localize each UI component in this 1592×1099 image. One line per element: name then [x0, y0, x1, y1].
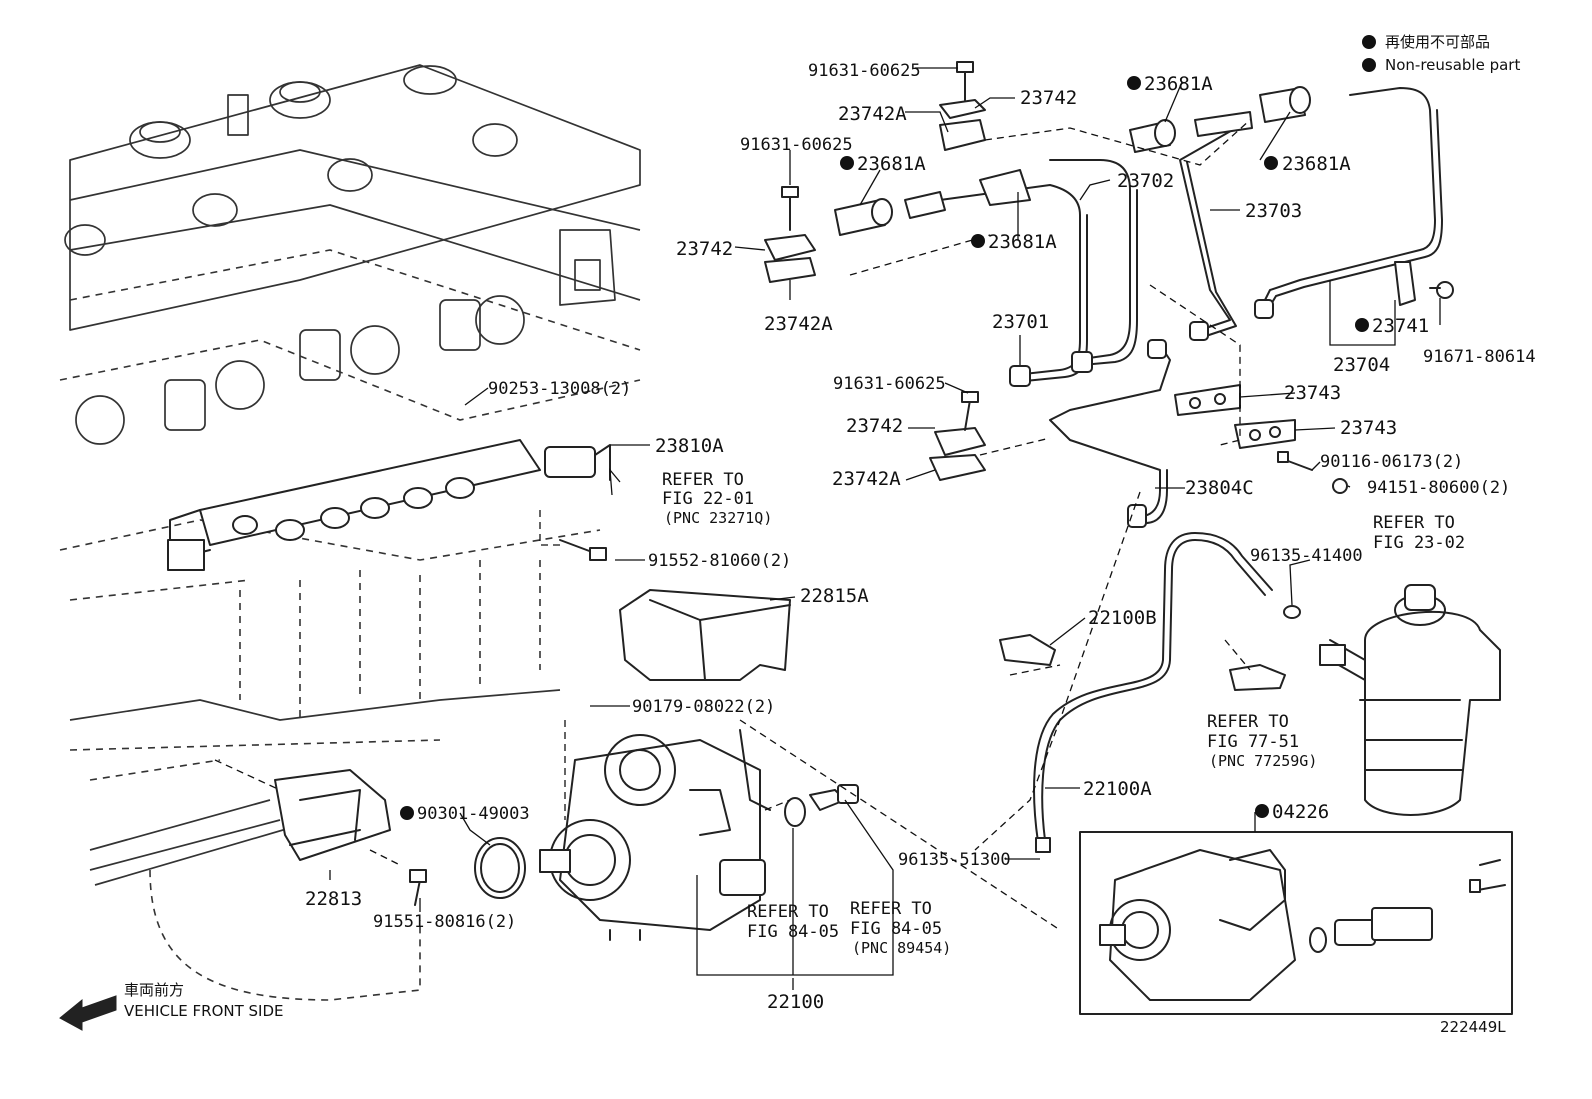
- refer-77-51-line3: (PNC 77259G): [1209, 752, 1317, 770]
- fuel-filter-drawing: [1319, 584, 1501, 816]
- pump-assembly-04226-drawing: [1099, 849, 1506, 1001]
- label-23743-1: 23743: [1284, 382, 1341, 404]
- label-23701: 23701: [992, 311, 1049, 333]
- hose-clips-drawing: [999, 634, 1286, 691]
- front-arrow-icon: [59, 995, 117, 1031]
- non-reusable-dot-icon: [1355, 318, 1369, 332]
- label-91671-80614: 91671-80614: [1423, 347, 1536, 367]
- vehicle-front-indicator: 車両前方 VEHICLE FRONT SIDE: [59, 981, 284, 1031]
- refer-23-02-line1: REFER TO: [1373, 513, 1455, 533]
- label-22100: 22100: [767, 991, 824, 1013]
- refer-22-01-line3: (PNC 23271Q): [664, 509, 772, 527]
- refer-84-05a-line1: REFER TO: [747, 902, 829, 922]
- label-23742a-top: 23742A: [838, 103, 907, 125]
- legend-jp: 再使用不可部品: [1385, 33, 1490, 51]
- refer-notes: REFER TO FIG 22-01 (PNC 23271Q) REFER TO…: [662, 470, 1465, 957]
- label-23742-low: 23742: [846, 415, 903, 437]
- figure-id: 222449L: [1440, 1018, 1506, 1036]
- non-reusable-dot-icon: [971, 234, 985, 248]
- label-90116-06173: 90116-06173(2): [1320, 452, 1463, 472]
- label-23742a-mid: 23742A: [764, 313, 833, 335]
- label-23742a-low: 23742A: [832, 468, 901, 490]
- part-labels: 91631-60625 23742A 23742 23681A 91631-60…: [305, 61, 1536, 1036]
- fuel-hoses-drawing: [1033, 532, 1301, 853]
- label-90253-13008: 90253-13008(2): [488, 379, 631, 399]
- refer-22-01-line1: REFER TO: [662, 470, 744, 490]
- legend-en: Non-reusable part: [1385, 56, 1520, 74]
- label-91631-60625-c: 91631-60625: [833, 374, 946, 394]
- label-91631-60625-b: 91631-60625: [740, 135, 853, 155]
- label-22100a: 22100A: [1083, 778, 1152, 800]
- label-23742-top: 23742: [1020, 87, 1077, 109]
- supply-pump-22100-drawing: [539, 729, 771, 941]
- label-91551-80816: 91551-80816(2): [373, 912, 516, 932]
- engine-block-drawing: [59, 64, 641, 1001]
- non-reusable-dot-icon: [1362, 58, 1376, 72]
- label-23681a-1: 23681A: [1144, 73, 1213, 95]
- pipe-clamps-23742-drawing: [764, 99, 986, 481]
- label-96135-41400: 96135-41400: [1250, 546, 1363, 566]
- refer-22-01-line2: FIG 22-01: [662, 489, 754, 509]
- pump-cover-22815a-drawing: [619, 589, 791, 681]
- inset-box-04226: [1079, 831, 1513, 1015]
- leader-lines: [329, 67, 1441, 990]
- non-reusable-dot-icon: [1127, 76, 1141, 90]
- label-22813: 22813: [305, 888, 362, 910]
- label-91631-60625-a: 91631-60625: [808, 61, 921, 81]
- label-90179-08022: 90179-08022(2): [632, 697, 775, 717]
- direction-en: VEHICLE FRONT SIDE: [124, 1002, 284, 1020]
- label-23702: 23702: [1117, 170, 1174, 192]
- label-23704: 23704: [1333, 354, 1390, 376]
- refer-84-05b-line2: FIG 84-05: [850, 919, 942, 939]
- injection-pipes-drawing: [939, 87, 1443, 528]
- refer-84-05b-line1: REFER TO: [850, 899, 932, 919]
- label-23743-2: 23743: [1340, 417, 1397, 439]
- label-23681a-4: 23681A: [988, 231, 1057, 253]
- bolts-drawing: [409, 61, 1454, 906]
- non-reusable-dot-icon: [840, 156, 854, 170]
- bracket-23741-drawing: [1394, 261, 1416, 306]
- non-reusable-dot-icon: [400, 806, 414, 820]
- non-reusable-dot-icon: [1362, 35, 1376, 49]
- refer-77-51-line2: FIG 77-51: [1207, 732, 1299, 752]
- refer-23-02-line2: FIG 23-02: [1373, 533, 1465, 553]
- legend: 再使用不可部品 Non-reusable part: [1362, 33, 1520, 74]
- label-23742-mid: 23742: [676, 238, 733, 260]
- gasket-90301-drawing: [474, 837, 526, 899]
- refer-84-05a-line2: FIG 84-05: [747, 922, 839, 942]
- label-96135-51300: 96135-51300: [898, 850, 1011, 870]
- label-04226: 04226: [1272, 801, 1329, 823]
- label-94151-80600: 94151-80600(2): [1367, 478, 1510, 498]
- nut-drawing: [1332, 478, 1348, 494]
- refer-77-51-line1: REFER TO: [1207, 712, 1289, 732]
- non-reusable-dot-icon: [1264, 156, 1278, 170]
- o-ring-drawing: [784, 797, 806, 827]
- direction-jp: 車両前方: [124, 981, 184, 999]
- label-22100b: 22100B: [1088, 607, 1157, 629]
- label-23703: 23703: [1245, 200, 1302, 222]
- pipe-sleeves-23681a-drawing: [834, 86, 1311, 236]
- label-23681a-3: 23681A: [1282, 153, 1351, 175]
- refer-84-05b-line3: (PNC 89454): [852, 939, 951, 957]
- non-reusable-dot-icon: [1255, 804, 1269, 818]
- label-23681a-2: 23681A: [857, 153, 926, 175]
- label-91552-81060: 91552-81060(2): [648, 551, 791, 571]
- label-23810a: 23810A: [655, 435, 724, 457]
- label-23741: 23741: [1372, 315, 1429, 337]
- dashed-reference-lines: [214, 119, 1251, 931]
- pipe-clamps-23743-drawing: [1174, 384, 1296, 449]
- label-22815a: 22815A: [800, 585, 869, 607]
- label-90301-49003: 90301-49003: [417, 804, 530, 824]
- label-23804c: 23804C: [1185, 477, 1254, 499]
- fuel-temp-sensor-drawing: [809, 784, 859, 811]
- injector-ports: [232, 477, 475, 541]
